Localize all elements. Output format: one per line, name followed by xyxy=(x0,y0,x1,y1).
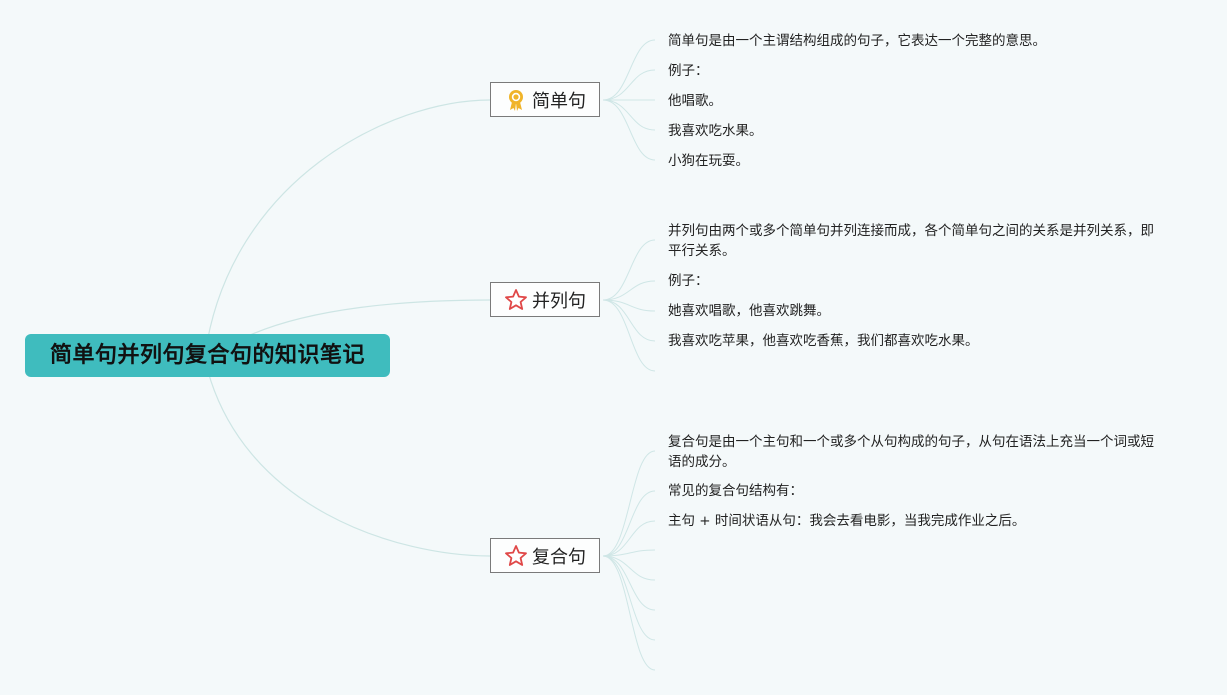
connector-root-complex xyxy=(204,359,491,557)
leaf-compound-example-heading[interactable]: 例子： xyxy=(668,273,709,289)
connector-compound-leaf-5 xyxy=(602,299,656,372)
connector-complex-leaf-3 xyxy=(602,520,656,557)
leaf-simple-definition[interactable]: 简单句是由一个主谓结构组成的句子，它表达一个完整的意思。 xyxy=(668,33,1046,49)
star-icon xyxy=(504,288,528,312)
leaf-compound-example-1[interactable]: 她喜欢唱歌，他喜欢跳舞。 xyxy=(668,303,830,319)
branch-complex-sentence[interactable]: 复合句 xyxy=(490,538,600,573)
connector-complex-leaf-5 xyxy=(602,555,656,581)
root-topic[interactable]: 简单句并列句复合句的知识笔记 xyxy=(25,334,390,377)
connector-complex-leaf-1 xyxy=(602,450,656,557)
star-icon xyxy=(504,544,528,568)
branch-simple-sentence[interactable]: 简单句 xyxy=(490,82,600,117)
connector-complex-leaf-8 xyxy=(602,555,656,671)
branch-simple-sentence-label: 简单句 xyxy=(532,90,586,112)
connector-complex-leaf-7 xyxy=(602,555,656,641)
connector-simple-leaf-2 xyxy=(602,69,656,101)
leaf-compound-definition[interactable]: 并列句由两个或多个简单句并列连接而成，各个简单句之间的关系是并列关系，即平行关系… xyxy=(668,223,1154,259)
connector-root-simple xyxy=(204,99,491,356)
connector-complex-leaf-4 xyxy=(602,549,656,557)
connector-simple-leaf-4 xyxy=(602,99,656,131)
branch-compound-sentence-label: 并列句 xyxy=(532,290,586,312)
leaf-complex-structure-heading[interactable]: 常见的复合句结构有： xyxy=(668,483,803,499)
leaf-simple-example-2[interactable]: 我喜欢吃水果。 xyxy=(668,123,763,139)
connector-complex-leaf-2 xyxy=(602,490,656,557)
branch-complex-sentence-label: 复合句 xyxy=(532,546,586,568)
connector-root-compound xyxy=(229,299,491,346)
leaf-complex-definition[interactable]: 复合句是由一个主句和一个或多个从句构成的句子，从句在语法上充当一个词或短语的成分… xyxy=(668,434,1154,470)
leaf-complex-structure-1[interactable]: 主句 + 时间状语从句：我会去看电影，当我完成作业之后。 xyxy=(668,513,1026,529)
leaf-simple-example-3[interactable]: 小狗在玩耍。 xyxy=(668,153,749,169)
connector-compound-leaf-2 xyxy=(602,280,656,301)
connector-compound-leaf-4 xyxy=(602,299,656,342)
connector-simple-leaf-5 xyxy=(602,99,656,161)
connector-compound-leaf-1 xyxy=(602,239,656,301)
connector-complex-leaf-6 xyxy=(602,555,656,611)
leaf-compound-example-2[interactable]: 我喜欢吃苹果，他喜欢吃香蕉，我们都喜欢吃水果。 xyxy=(668,333,979,349)
connector-simple-leaf-1 xyxy=(602,39,656,101)
leaf-simple-example-1[interactable]: 他唱歌。 xyxy=(668,93,722,109)
medal-icon xyxy=(504,88,528,112)
leaf-simple-example-heading[interactable]: 例子： xyxy=(668,63,709,79)
root-topic-label: 简单句并列句复合句的知识笔记 xyxy=(49,343,365,368)
branch-compound-sentence[interactable]: 并列句 xyxy=(490,282,600,317)
